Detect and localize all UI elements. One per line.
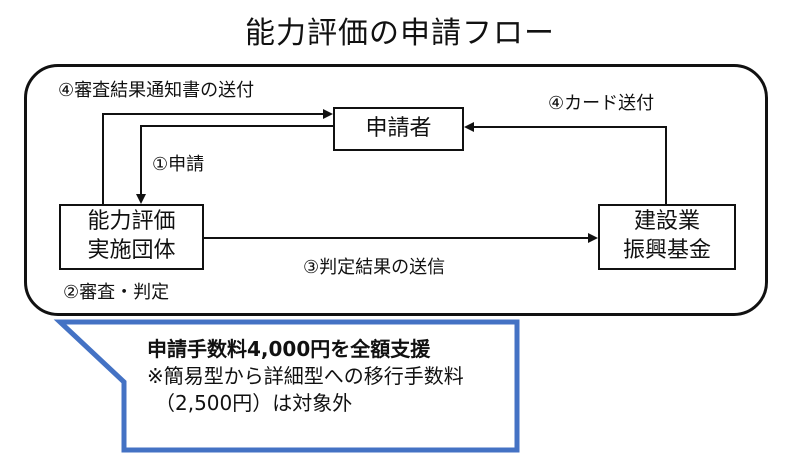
node-applicant-label: 申請者	[365, 115, 432, 141]
node-fund-label-line2: 振興基金	[622, 238, 711, 263]
arrow-notify-result	[102, 109, 333, 204]
callout-text: 申請手数料4,000円を全額支援 ※簡易型から詳細型への移行手数料 （2,500…	[147, 336, 497, 417]
label-notify-result: ④審査結果通知書の送付	[58, 80, 255, 101]
arrow-apply	[136, 125, 333, 204]
node-applicant: 申請者	[333, 107, 464, 151]
label-send-card: ④カード送付	[548, 93, 655, 114]
label-send-result: ③判定結果の送信	[303, 257, 446, 278]
label-apply: ①申請	[152, 154, 205, 175]
node-fund-label-line1: 建設業	[633, 209, 700, 235]
diagram-title: 能力評価の申請フロー	[245, 16, 555, 51]
callout-note-line1: ※簡易型から詳細型への移行手数料	[147, 364, 464, 388]
node-evaluator-label-line1: 能力評価	[87, 209, 176, 235]
node-evaluator-label-line2: 実施団体	[87, 238, 176, 263]
label-review: ②審査・判定	[63, 282, 170, 303]
node-construction-fund: 建設業 振興基金	[598, 204, 736, 270]
flow-container-frame	[24, 64, 768, 316]
arrow-send-card	[464, 122, 667, 204]
callout-note-line2: （2,500円）は対象外	[155, 391, 353, 415]
node-evaluation-organization: 能力評価 実施団体	[59, 204, 204, 270]
callout-headline: 申請手数料4,000円を全額支援	[147, 337, 431, 361]
